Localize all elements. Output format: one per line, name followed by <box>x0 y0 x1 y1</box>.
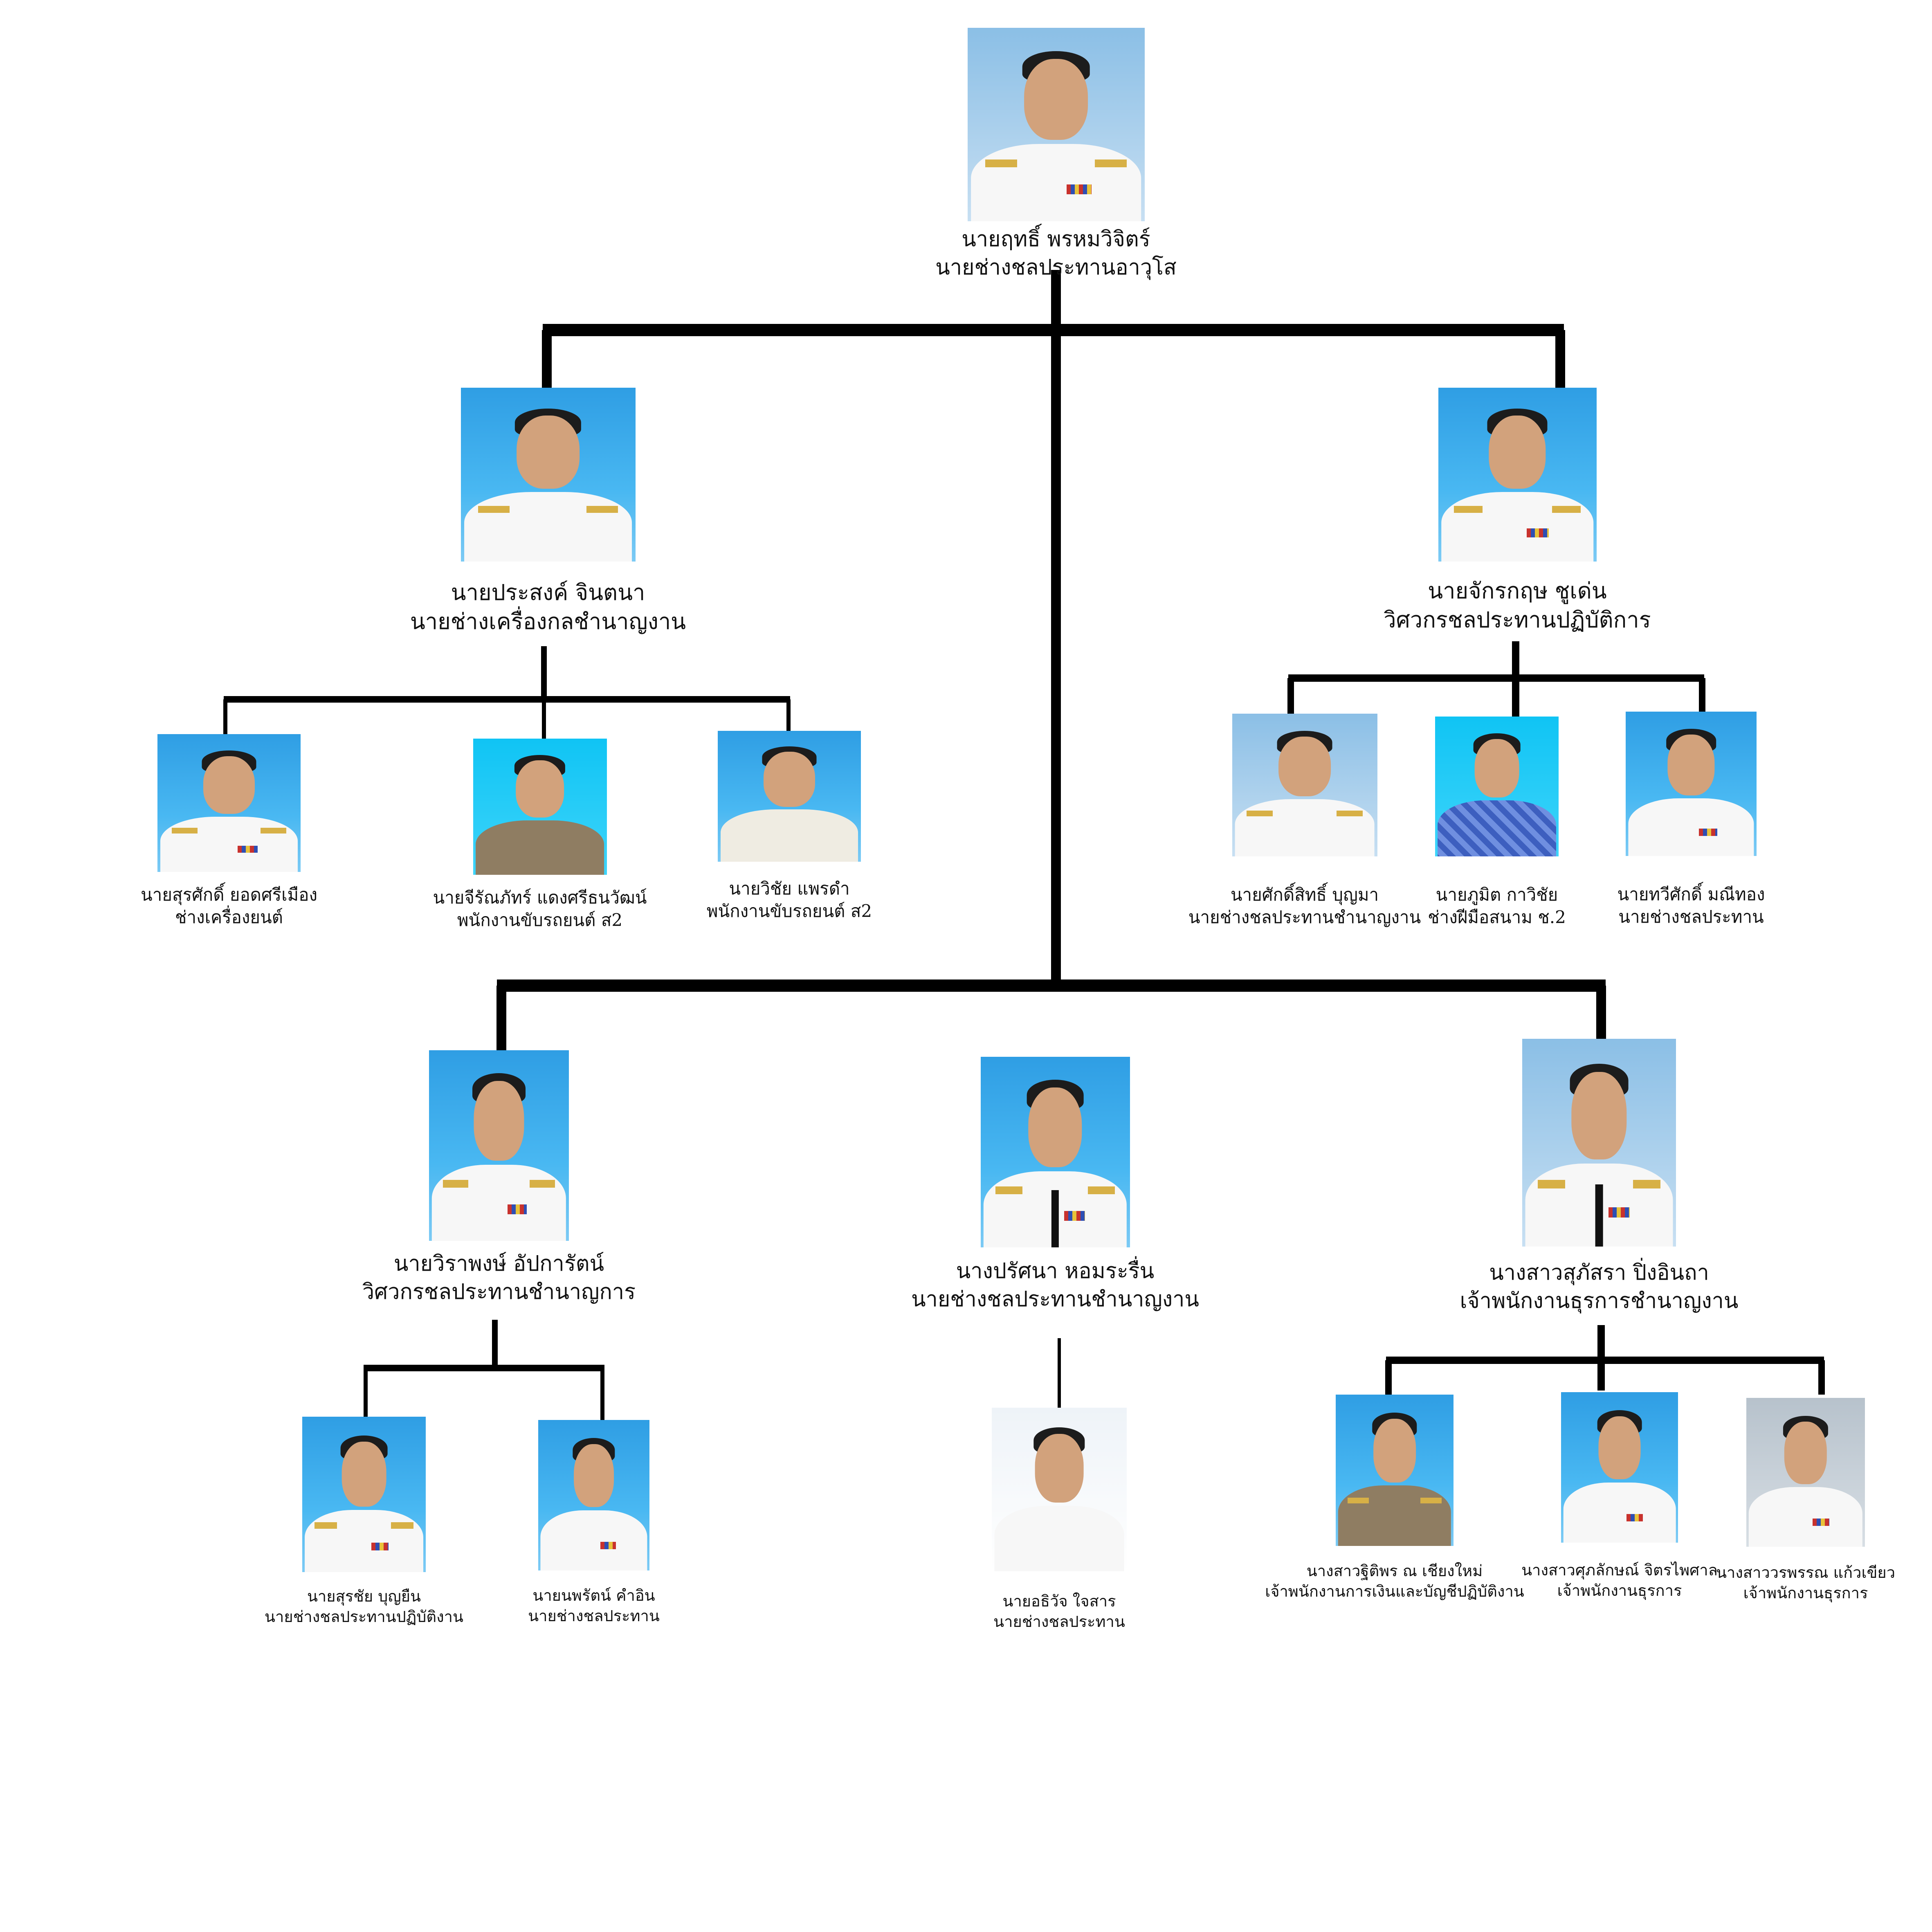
chief-name: นายฤทธิ์ พรหมวิจิตร์ <box>962 227 1150 252</box>
team-right-label-3: นายทวีศักดิ์ มณีทอง นายช่างชลประทาน <box>1617 883 1765 928</box>
team-bottom-right-photo-3 <box>1746 1398 1865 1547</box>
team-bottom-mid-node-1: นายอธิวัจ ใจสาร นายช่างชลประทาน <box>957 1408 1161 1632</box>
level2-left-name: นายวิราพงษ์ อัปการัตน์ <box>393 1251 604 1276</box>
team-right-label-2: นายภูมิต กาวิชัย ช่างฝีมือสนาม ช.2 <box>1428 883 1566 929</box>
team-right-photo-3 <box>1626 712 1757 856</box>
level1-right-name: นายจักรกฤษ ชูเด่น <box>1428 578 1607 604</box>
chief-title: นายช่างชลประทานอาวุโส <box>935 255 1177 280</box>
level2-right-photo <box>1522 1039 1676 1247</box>
team-bottom-right-title-2: เจ้าพนักงานธุรการ <box>1557 1582 1682 1600</box>
team-right-title-1: นายช่างชลประทานชำนาญงาน <box>1188 907 1421 928</box>
team-left-title-2: พนักงานขับรถยนต์ ส2 <box>457 910 623 930</box>
team-bottom-left-label-1: นายสุรชัย บุญยืน นายช่างชลประทานปฏิบัติง… <box>265 1586 463 1627</box>
team-bottom-mid-name-1: นายอธิวัจ ใจสาร <box>1002 1592 1116 1610</box>
team-left-label-3: นายวิชัย แพรดำ พนักงานขับรถยนต์ ส2 <box>707 877 872 923</box>
team-bottom-right-label-2: นางสาวศุภลักษณ์ จิตรไพศาล เจ้าพนักงานธุร… <box>1521 1560 1718 1601</box>
team-bottom-left-name-1: นายสุรชัย บุญยืน <box>307 1587 421 1605</box>
level1-right-node: นายจักรกฤษ ชูเด่น วิศวกรชลประทานปฏิบัติก… <box>1350 388 1685 635</box>
level2-mid-name: นางปรัศนา หอมระรื่น <box>956 1259 1155 1283</box>
level2-right-label: นางสาวสุภัสรา ปิ่งอินถา เจ้าพนักงานธุรกา… <box>1460 1259 1739 1315</box>
level2-mid-label: นางปรัศนา หอมระรื่น นายช่างชลประทานชำนาญ… <box>911 1257 1199 1313</box>
team-bottom-right-node-1: นางสาวฐิติพร ณ เชียงใหม่ เจ้าพนักงานการเ… <box>1265 1395 1524 1602</box>
team-right-name-2: นายภูมิต กาวิชัย <box>1436 885 1558 905</box>
chief-node: นายฤทธิ์ พรหมวิจิตร์ นายช่างชลประทานอาวุ… <box>933 28 1179 281</box>
level2-right-node: นางสาวสุภัสรา ปิ่งอินถา เจ้าพนักงานธุรกา… <box>1431 1039 1767 1315</box>
level1-left-node: นายประสงค์ จินตนา นายช่างเครื่องกลชำนาญง… <box>380 388 716 636</box>
team-bottom-right-node-3: นางสาววรพรรณ แก้วเขียว เจ้าพนักงานธุรการ <box>1705 1398 1906 1603</box>
team-bottom-left-title-1: นายช่างชลประทานปฏิบัติงาน <box>265 1608 463 1626</box>
team-bottom-mid-title-1: นายช่างชลประทาน <box>993 1613 1125 1631</box>
team-left-photo-1 <box>157 734 301 872</box>
team-right-label-1: นายศักดิ์สิทธิ์ บุญมา นายช่างชลประทานชำน… <box>1188 883 1421 929</box>
team-bottom-left-title-2: นายช่างชลประทาน <box>528 1607 660 1625</box>
level1-right-photo <box>1438 388 1597 562</box>
team-left-label-2: นายจีรัณภัทร์ แดงศรีธนวัฒน์ พนักงานขับรถ… <box>433 886 647 932</box>
team-bottom-left-photo-2 <box>538 1420 649 1570</box>
team-left-photo-2 <box>473 739 607 875</box>
team-bottom-right-photo-2 <box>1561 1392 1678 1543</box>
team-left-name-1: นายสุรศักดิ์ ยอดศรีเมือง <box>141 885 317 905</box>
level1-right-title: วิศวกรชลประทานปฏิบัติการ <box>1384 607 1651 633</box>
level2-left-node: นายวิราพงษ์ อัปการัตน์ วิศวกรชลประทานชำน… <box>339 1050 658 1306</box>
team-right-node-2: นายภูมิต กาวิชัย ช่างฝีมือสนาม ช.2 <box>1415 717 1579 929</box>
team-left-name-3: นายวิชัย แพรดำ <box>729 878 850 899</box>
level1-right-label: นายจักรกฤษ ชูเด่น วิศวกรชลประทานปฏิบัติก… <box>1384 576 1651 635</box>
level1-left-name: นายประสงค์ จินตนา <box>451 580 645 605</box>
team-right-title-3: นายช่างชลประทาน <box>1618 907 1764 927</box>
team-right-name-3: นายทวีศักดิ์ มณีทอง <box>1617 884 1765 904</box>
team-bottom-left-label-2: นายนพรัตน์ คำอิน นายช่างชลประทาน <box>528 1585 660 1626</box>
team-left-title-1: ช่างเครื่องยนต์ <box>175 907 283 928</box>
level2-left-photo <box>429 1050 569 1241</box>
team-bottom-right-label-1: นางสาวฐิติพร ณ เชียงใหม่ เจ้าพนักงานการเ… <box>1265 1561 1524 1602</box>
team-right-node-3: นายทวีศักดิ์ มณีทอง นายช่างชลประทาน <box>1605 712 1777 928</box>
team-bottom-mid-photo-1 <box>992 1408 1127 1571</box>
level1-left-label: นายประสงค์ จินตนา นายช่างเครื่องกลชำนาญง… <box>410 578 686 636</box>
chief-photo <box>967 28 1145 221</box>
level1-left-title: นายช่างเครื่องกลชำนาญงาน <box>410 609 686 635</box>
level2-left-label: นายวิราพงษ์ อัปการัตน์ วิศวกรชลประทานชำน… <box>362 1250 636 1306</box>
chief-label: นายฤทธิ์ พรหมวิจิตร์ นายช่างชลประทานอาวุ… <box>935 225 1176 281</box>
team-bottom-right-name-2: นางสาวศุภลักษณ์ จิตรไพศาล <box>1521 1561 1718 1579</box>
team-bottom-right-name-1: นางสาวฐิติพร ณ เชียงใหม่ <box>1306 1562 1483 1580</box>
team-bottom-right-title-1: เจ้าพนักงานการเงินและบัญชีปฏิบัติงาน <box>1265 1582 1524 1601</box>
team-bottom-right-title-3: เจ้าพนักงานธุรการ <box>1743 1584 1868 1602</box>
team-bottom-left-node-1: นายสุรชัย บุญยืน นายช่างชลประทานปฏิบัติง… <box>249 1417 479 1627</box>
team-bottom-left-photo-1 <box>302 1417 426 1572</box>
team-left-node-1: นายสุรศักดิ์ ยอดศรีเมือง ช่างเครื่องยนต์ <box>115 734 344 929</box>
team-right-photo-1 <box>1232 714 1377 856</box>
team-bottom-mid-label-1: นายอธิวัจ ใจสาร นายช่างชลประทาน <box>993 1591 1125 1632</box>
level2-right-name: นางสาวสุภัสรา ปิ่งอินถา <box>1489 1260 1709 1285</box>
team-right-node-1: นายศักดิ์สิทธิ์ บุญมา นายช่างชลประทานชำน… <box>1178 714 1431 929</box>
team-left-label-1: นายสุรศักดิ์ ยอดศรีเมือง ช่างเครื่องยนต์ <box>141 883 317 929</box>
team-bottom-right-photo-1 <box>1336 1395 1453 1546</box>
team-left-name-2: นายจีรัณภัทร์ แดงศรีธนวัฒน์ <box>433 887 647 908</box>
level1-left-photo <box>461 388 636 562</box>
team-bottom-right-label-3: นางสาววรพรรณ แก้วเขียว เจ้าพนักงานธุรการ <box>1716 1562 1895 1603</box>
team-bottom-right-name-3: นางสาววรพรรณ แก้วเขียว <box>1716 1564 1896 1582</box>
team-left-title-3: พนักงานขับรถยนต์ ส2 <box>706 901 872 921</box>
team-left-photo-3 <box>718 731 861 862</box>
team-left-node-2: นายจีรัณภัทร์ แดงศรีธนวัฒน์ พนักงานขับรถ… <box>397 739 683 932</box>
team-bottom-left-name-2: นายนพรัตน์ คำอิน <box>532 1586 655 1604</box>
level2-mid-node: นางปรัศนา หอมระรื่น นายช่างชลประทานชำนาญ… <box>896 1057 1215 1313</box>
team-right-photo-2 <box>1435 717 1559 856</box>
team-right-name-1: นายศักดิ์สิทธิ์ บุญมา <box>1230 885 1379 905</box>
team-bottom-right-node-2: นางสาวศุภลักษณ์ จิตรไพศาล เจ้าพนักงานธุร… <box>1517 1392 1722 1601</box>
team-left-node-3: นายวิชัย แพรดำ พนักงานขับรถยนต์ ส2 <box>671 731 908 923</box>
level2-left-title: วิศวกรชลประทานชำนาญการ <box>362 1279 636 1304</box>
level2-mid-photo <box>980 1057 1130 1247</box>
team-bottom-left-node-2: นายนพรัตน์ คำอิน นายช่างชลประทาน <box>504 1420 684 1626</box>
level2-right-title: เจ้าพนักงานธุรการชำนาญงาน <box>1460 1288 1739 1313</box>
team-right-title-2: ช่างฝีมือสนาม ช.2 <box>1428 907 1566 928</box>
level2-mid-title: นายช่างชลประทานชำนาญงาน <box>911 1287 1199 1312</box>
